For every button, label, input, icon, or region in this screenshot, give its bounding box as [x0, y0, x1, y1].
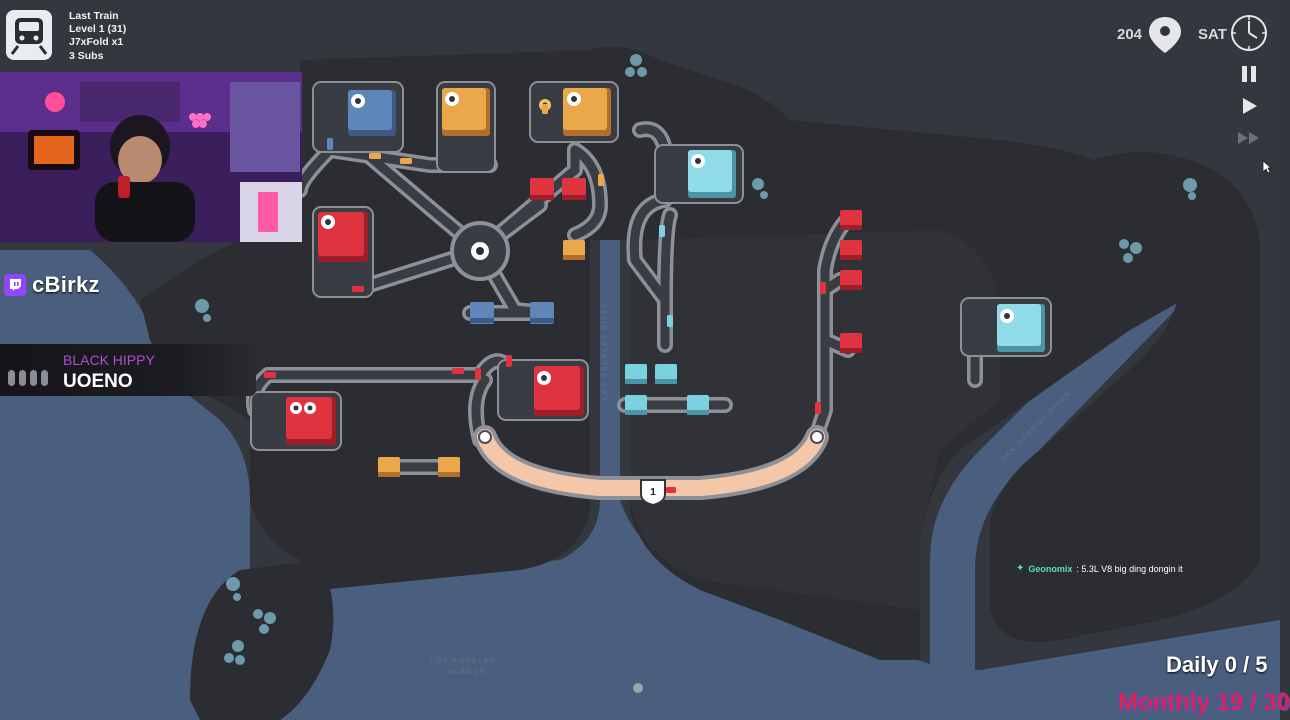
- mouse-cursor-icon: [1262, 160, 1273, 174]
- fast-forward-icon[interactable]: [1237, 130, 1261, 146]
- chat-text: : 5.3L V8 big ding dongin it: [1076, 563, 1183, 574]
- twitch-channel: cBirkz: [4, 272, 100, 298]
- roundabout[interactable]: [450, 221, 510, 281]
- destination-orange-1[interactable]: [436, 81, 496, 173]
- play-icon[interactable]: [1239, 96, 1259, 116]
- twitch-icon: [4, 274, 26, 296]
- location-pin-icon: [1147, 15, 1183, 55]
- now-playing-title: UOENO: [63, 371, 133, 392]
- daily-goal: Daily 0 / 5: [1166, 652, 1268, 677]
- weekday-label: SAT: [1198, 26, 1227, 43]
- chat-message: ✦ Geonomix : 5.3L V8 big ding dongin it: [1016, 563, 1183, 574]
- cars: [264, 104, 826, 493]
- water-south: [180, 240, 1280, 720]
- houses[interactable]: [378, 178, 862, 477]
- now-playing-widget: BLACK HIPPY UOENO: [0, 344, 256, 396]
- now-playing-artist: BLACK HIPPY: [63, 352, 155, 368]
- harbor-label-1: LOS ANGELES: [430, 658, 496, 665]
- destination-cyan-1[interactable]: [654, 144, 744, 204]
- train-alert-icon: [6, 10, 52, 60]
- land-southwest: [190, 560, 334, 720]
- stream-alert: Last Train Level 1 (31) J7xFold x1 3 Sub…: [69, 10, 126, 63]
- alert-line-4: 3 Subs: [69, 49, 104, 62]
- chat-badge-icon: ✦: [1016, 563, 1025, 574]
- svg-text:1: 1: [650, 487, 656, 498]
- harbor-label-2: HARBOR: [447, 669, 487, 676]
- alert-line-3: J7xFold x1: [69, 36, 124, 49]
- webcam-feed: [0, 72, 302, 242]
- audio-visualizer-icon: [8, 370, 48, 386]
- destination-cyan-2[interactable]: [960, 297, 1052, 357]
- destination-red-2[interactable]: [497, 359, 589, 421]
- alert-line-2: Level 1 (31): [69, 23, 127, 36]
- pause-icon[interactable]: [1239, 64, 1259, 84]
- destination-blue[interactable]: [312, 81, 404, 153]
- channel-name: cBirkz: [32, 272, 100, 297]
- land-east: [990, 152, 1260, 642]
- bridge-number-badge[interactable]: 1: [640, 479, 666, 507]
- monthly-goal: Monthly 19 / 30: [1118, 689, 1290, 716]
- water-san-gabriel: [930, 290, 1185, 670]
- river-label: LOS ANGELES RIVER: [602, 301, 609, 400]
- destination-red-1[interactable]: [312, 206, 374, 298]
- clock-icon: [1229, 13, 1269, 53]
- chat-user: Geonomix: [1028, 563, 1073, 574]
- trees: [195, 54, 1197, 693]
- destination-red-3[interactable]: [250, 391, 342, 451]
- passenger-count: 204: [1117, 26, 1143, 43]
- alert-line-1: Last Train: [69, 10, 119, 22]
